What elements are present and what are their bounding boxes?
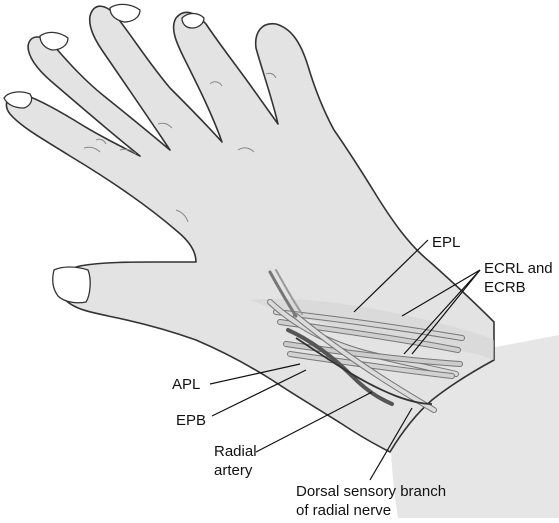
leader-epb: [211, 369, 307, 417]
leader-lines: [209, 239, 481, 481]
label-ecrl-line1: ECRL and: [484, 260, 553, 277]
leader-radial: [255, 391, 373, 453]
nail-ring: [109, 3, 141, 23]
hand: [5, 5, 495, 453]
label-apl: APL: [172, 376, 200, 393]
leader-dorsal: [369, 407, 413, 481]
label-ecrl-line2: ECRB: [484, 279, 526, 296]
leader-ecrl-3: [403, 269, 481, 355]
nail-thumb: [52, 266, 91, 304]
knuckle-creases: [83, 72, 277, 223]
label-radial-line1: Radial: [214, 443, 257, 460]
nail-little: [181, 12, 205, 29]
fingernails: [3, 3, 205, 304]
tendons: [267, 269, 465, 413]
nail-index: [3, 91, 33, 109]
leader-ecrl-1: [401, 269, 481, 317]
hand-outline: [5, 5, 495, 453]
label-epl: EPL: [432, 234, 460, 251]
dorsal-sensory-nerve: [295, 337, 433, 405]
radial-artery: [286, 328, 394, 406]
leader-ecrl-2: [411, 269, 481, 355]
label-radial-line2: artery: [214, 462, 253, 479]
label-dorsal-line1: Dorsal sensory branch: [296, 483, 446, 500]
label-dorsal-line2: of radial nerve: [296, 502, 391, 518]
leader-epl: [353, 239, 429, 313]
nail-middle: [39, 31, 69, 51]
label-epb: EPB: [176, 412, 206, 429]
leader-apl: [209, 363, 301, 385]
